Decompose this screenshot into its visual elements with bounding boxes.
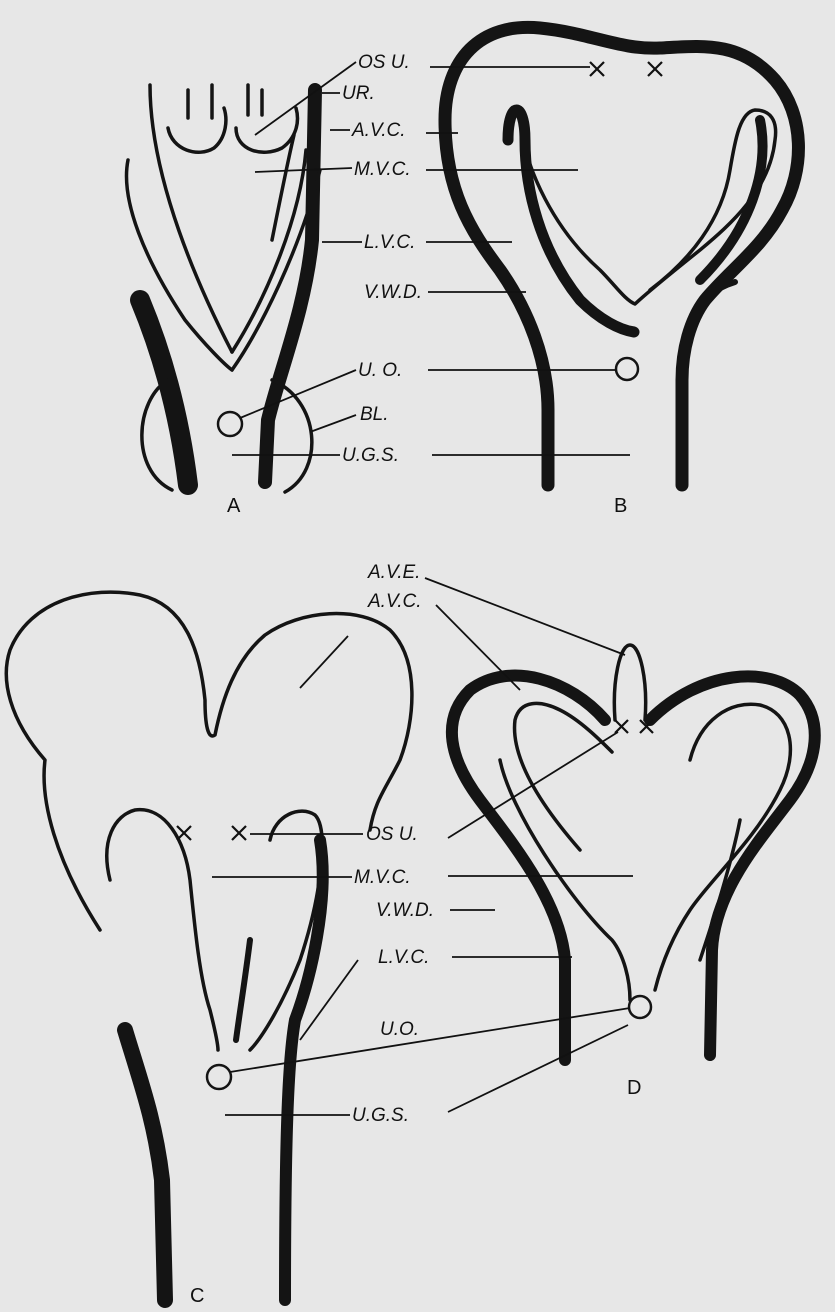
label-c-vwd: V.W.D.	[376, 900, 434, 921]
panel-letter-b: B	[614, 495, 627, 517]
c-x-marks	[177, 826, 246, 840]
panel-letter-a: A	[227, 495, 241, 517]
label-a-ugs: U.G.S.	[342, 445, 399, 466]
label-c-mvc: M.V.C.	[354, 867, 411, 888]
labels: OS U. UR. A.V.C. M.V.C. L.V.C. V.W.D. U.…	[342, 52, 434, 1126]
label-c-ugs: U.G.S.	[352, 1105, 409, 1126]
panel-d-drawing	[452, 645, 815, 1060]
panel-c-drawing	[6, 592, 412, 1300]
label-c-os-u: OS U.	[366, 824, 418, 845]
label-a-os-u: OS U.	[358, 52, 410, 73]
panel-b-drawing	[445, 27, 798, 485]
panel-letter-c: C	[190, 1285, 204, 1307]
panel-a-drawing	[127, 85, 320, 492]
label-a-vwd: V.W.D.	[364, 282, 422, 303]
label-a-ur: UR.	[342, 83, 375, 104]
label-a-bl: BL.	[360, 404, 389, 425]
label-a-uo: U. O.	[358, 360, 402, 381]
panel-letter-d: D	[627, 1077, 641, 1099]
label-c-lvc: L.V.C.	[378, 947, 429, 968]
b-x-marks	[590, 62, 662, 76]
label-c-uo: U.O.	[380, 1019, 419, 1040]
label-d-avc: A.V.C.	[367, 591, 422, 612]
label-a-lvc: L.V.C.	[364, 232, 415, 253]
label-a-avc: A.V.C.	[351, 120, 406, 141]
label-d-ave: A.V.E.	[367, 562, 420, 583]
label-a-mvc: M.V.C.	[354, 159, 411, 180]
